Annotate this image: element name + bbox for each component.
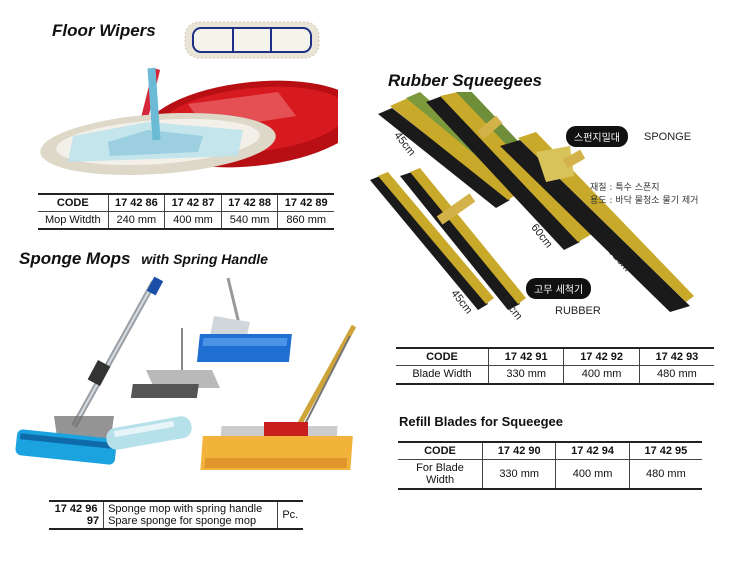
row-label-line-1: For Blade — [416, 461, 464, 474]
table-cell: Blade Width — [396, 364, 489, 385]
table-cell: 240 mm — [107, 210, 165, 230]
table-row: Mop Witdth 240 mm 400 mm 540 mm 860 mm — [38, 210, 334, 230]
table-cell: 860 mm — [277, 210, 334, 230]
table-cell: 17 42 93 — [638, 347, 714, 365]
rubber-label: RUBBER — [555, 305, 601, 317]
floor-wipers-image — [40, 67, 338, 176]
table-cell: Mop Witdth — [38, 210, 109, 230]
table-cell: 400 mm — [164, 210, 222, 230]
row-label-line-2: Width — [425, 473, 455, 486]
rubber-squeegees-image — [370, 92, 694, 312]
rubber-squeegee-55cm — [400, 168, 526, 310]
sponge-squeegee-92cm — [500, 132, 694, 312]
spring-handle-sponge-mop — [15, 276, 164, 465]
table-header-row: CODE 17 42 91 17 42 92 17 42 93 — [396, 347, 714, 365]
table-header-row: CODE 17 42 90 17 42 94 17 42 95 — [398, 441, 702, 459]
table-cell: 400 mm — [555, 458, 630, 490]
blue-sponge-head — [196, 277, 292, 362]
table-cell-codes: 17 42 96 97 — [49, 500, 104, 530]
floor-wipers-table: CODE 17 42 86 17 42 87 17 42 88 17 42 89… — [38, 193, 334, 230]
table-cell: 17 42 95 — [628, 441, 702, 459]
table-cell: CODE — [38, 193, 109, 211]
sponge-holder-frame — [130, 328, 220, 398]
sponge-mops-table: 17 42 96 97 Sponge mop with spring handl… — [49, 500, 303, 530]
usage-line: 용도 : 바닥 물청소 물기 제거 — [590, 196, 699, 206]
rubber-squeegee-45cm — [370, 172, 494, 310]
table-cell-descriptions: Sponge mop with spring handle Spare spon… — [103, 500, 278, 530]
table-row: 17 42 96 97 Sponge mop with spring handl… — [49, 500, 303, 530]
table-cell: 17 42 86 — [107, 193, 165, 211]
sponge-tag: 스펀지밀대 — [566, 126, 628, 147]
table-cell: 330 mm — [487, 364, 564, 385]
sponge-mops-title: Sponge Mops with Spring Handle — [19, 249, 268, 269]
sponge-mops-subtitle: with Spring Handle — [141, 251, 268, 267]
table-header-row: CODE 17 42 86 17 42 87 17 42 88 17 42 89 — [38, 193, 334, 211]
table-cell: CODE — [396, 347, 489, 365]
code-primary: 17 42 96 — [54, 503, 98, 515]
rubber-tag: 고무 세척기 — [526, 278, 592, 299]
mop-pad-image — [184, 21, 320, 59]
squeegees-table: CODE 17 42 91 17 42 92 17 42 93 Blade Wi… — [396, 347, 714, 385]
yellow-sponge-mop — [200, 324, 357, 470]
table-cell: 17 42 87 — [164, 193, 222, 211]
table-cell: 17 42 94 — [555, 441, 630, 459]
rubber-squeegees-title: Rubber Squeegees — [388, 71, 542, 90]
sponge-mops-image — [15, 276, 357, 470]
description-secondary: Spare sponge for sponge mop — [108, 515, 257, 527]
table-cell: 400 mm — [563, 364, 640, 385]
table-cell: 480 mm — [638, 364, 714, 385]
table-cell: CODE — [398, 441, 483, 459]
floor-wipers-title: Floor Wipers — [52, 21, 156, 40]
refill-blades-table: CODE 17 42 90 17 42 94 17 42 95 For Blad… — [398, 441, 702, 490]
refill-blades-title: Refill Blades for Squeegee — [399, 414, 563, 429]
table-cell: 17 42 88 — [220, 193, 278, 211]
table-cell: 480 mm — [628, 458, 702, 490]
table-cell: 330 mm — [481, 458, 556, 490]
code-secondary: 97 — [86, 515, 100, 527]
table-cell: 17 42 90 — [481, 441, 556, 459]
table-cell: 540 mm — [220, 210, 278, 230]
description-primary: Sponge mop with spring handle — [108, 503, 263, 515]
white-floor-wiper — [40, 67, 276, 176]
table-cell-unit: Pc. — [276, 500, 303, 530]
table-row: For Blade Width 330 mm 400 mm 480 mm — [398, 458, 702, 490]
table-row: Blade Width 330 mm 400 mm 480 mm — [396, 364, 714, 385]
material-line: 재질 : 특수 스폰지 — [590, 183, 660, 193]
table-cell: 17 42 91 — [487, 347, 564, 365]
table-cell: 17 42 92 — [563, 347, 640, 365]
sponge-mops-title-text: Sponge Mops — [19, 249, 131, 268]
table-cell: For Blade Width — [398, 458, 483, 490]
table-cell: 17 42 89 — [277, 193, 334, 211]
sponge-label: SPONGE — [644, 131, 692, 143]
spare-sponge — [106, 416, 192, 450]
